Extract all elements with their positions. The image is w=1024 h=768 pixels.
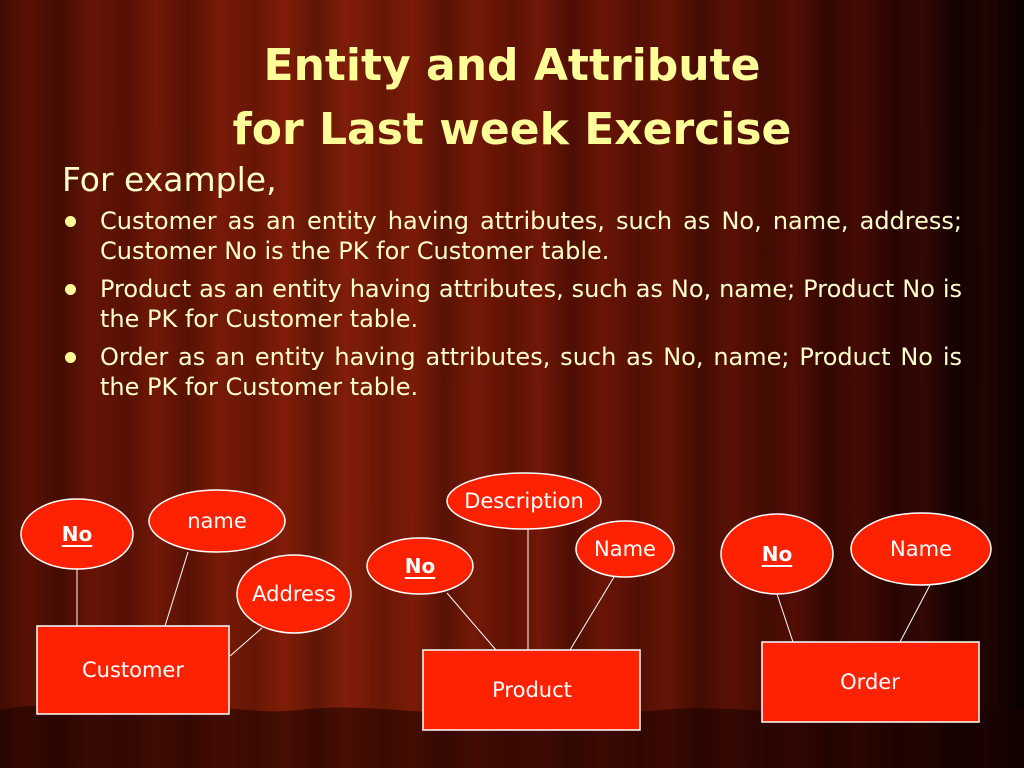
- entity-product-label: Product: [492, 678, 572, 702]
- attribute-order-no-label: No: [762, 542, 792, 566]
- intro-text: For example,: [62, 160, 277, 199]
- attribute-customer-address: Address: [236, 554, 352, 634]
- slide-title-line-2: for Last week Exercise: [232, 104, 792, 155]
- connector-product-name: [569, 576, 615, 651]
- connector-product-no: [446, 592, 497, 651]
- entity-customer-label: Customer: [82, 658, 184, 682]
- attribute-product-no-label: No: [405, 554, 435, 578]
- attribute-customer-name-label: name: [187, 509, 247, 533]
- attribute-customer-no-label: No: [62, 522, 92, 546]
- bullet-list: Customer as an entity having attributes,…: [62, 206, 962, 410]
- bullet-text: Product as an entity having attributes, …: [100, 275, 962, 333]
- attribute-product-name-label: Name: [594, 537, 656, 561]
- bullet-item-order: Order as an entity having attributes, su…: [62, 342, 962, 402]
- attribute-order-name-label: Name: [890, 537, 952, 561]
- bullet-item-product: Product as an entity having attributes, …: [62, 274, 962, 334]
- attribute-order-name: Name: [850, 512, 992, 586]
- entity-order-label: Order: [840, 670, 900, 694]
- attribute-product-description-label: Description: [464, 489, 584, 513]
- connector-order-no: [776, 593, 794, 643]
- connector-customer-name: [164, 551, 189, 627]
- bullet-dot-icon: [65, 216, 76, 227]
- attribute-customer-no: No: [20, 498, 134, 570]
- bullet-text: Customer as an entity having attributes,…: [100, 207, 962, 265]
- entity-order: Order: [761, 641, 980, 723]
- entity-product: Product: [422, 649, 641, 731]
- bullet-dot-icon: [65, 352, 76, 363]
- bullet-item-customer: Customer as an entity having attributes,…: [62, 206, 962, 266]
- attribute-order-no: No: [720, 513, 834, 595]
- attribute-customer-address-label: Address: [252, 582, 336, 606]
- attribute-product-no: No: [366, 537, 474, 595]
- connector-order-name: [899, 584, 931, 643]
- slide-title-line-1: Entity and Attribute: [263, 40, 761, 91]
- attribute-customer-name: name: [148, 489, 286, 553]
- connector-customer-address: [229, 627, 263, 657]
- bullet-text: Order as an entity having attributes, su…: [100, 343, 962, 401]
- attribute-product-description: Description: [446, 472, 602, 530]
- bullet-dot-icon: [65, 284, 76, 295]
- entity-customer: Customer: [36, 625, 230, 715]
- attribute-product-name: Name: [575, 520, 675, 578]
